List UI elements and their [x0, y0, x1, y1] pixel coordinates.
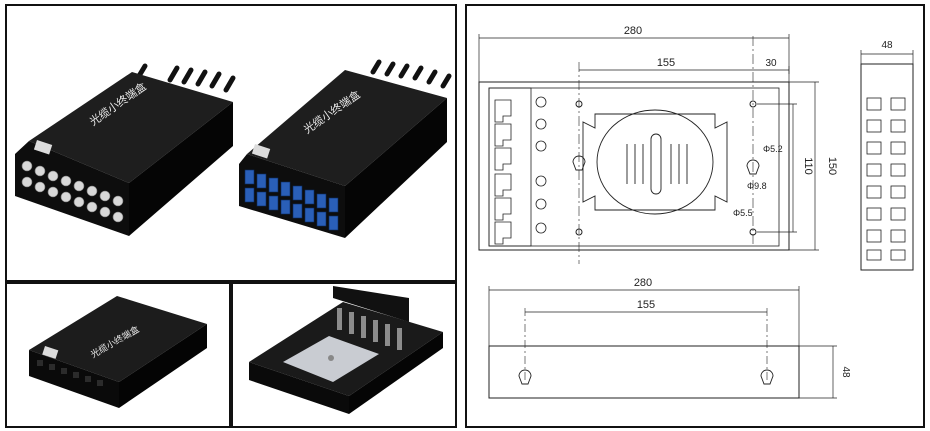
dim-back-depth: 48 — [840, 366, 851, 378]
dim-edge-offset: 30 — [765, 58, 777, 69]
product-photo-closed: 光缆小终端盒 — [5, 282, 231, 428]
dim-overall-width: 280 — [624, 25, 642, 37]
dim-back-hole-spacing: 155 — [637, 299, 655, 311]
brand-logo — [42, 346, 59, 359]
dim-hole-spacing: 155 — [657, 57, 675, 69]
back-view — [488, 286, 837, 399]
fc-terminal-box: 光缆小终端盒 — [15, 63, 236, 236]
sc-adapter-row — [244, 169, 339, 231]
technical-drawing: 280 155 30 150 110 Φ5.2 Φ9.8 Φ5.5 48 — [465, 4, 925, 428]
brand-logo — [251, 144, 271, 159]
dim-hole-height: 110 — [802, 157, 814, 175]
splice-tray-outline — [582, 109, 728, 215]
product-photo-open — [231, 282, 457, 428]
side-view — [860, 50, 914, 271]
brand-logo — [33, 140, 53, 155]
dim-back-overall-width: 280 — [634, 277, 652, 289]
sc-terminal-box: 光缆小终端盒 — [239, 59, 452, 238]
dim-hole-diameter-lower: Φ5.5 — [733, 208, 753, 218]
dim-side-depth: 48 — [881, 40, 893, 51]
top-view — [478, 34, 819, 264]
dim-hole-diameter-upper: Φ5.2 — [763, 144, 783, 154]
fc-adapter-row — [21, 160, 124, 223]
dim-overall-height: 150 — [826, 157, 838, 175]
product-photo-main: 光缆小终端盒 光缆小终端盒 — [5, 4, 457, 282]
dim-slot-diameter: Φ9.8 — [747, 181, 767, 191]
